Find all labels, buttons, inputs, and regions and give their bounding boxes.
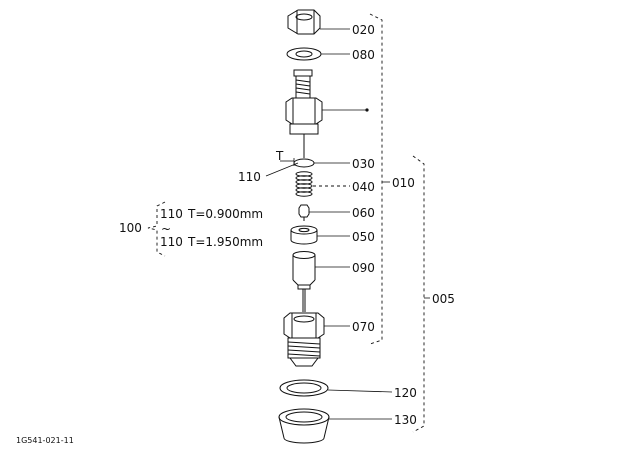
label-100: 100 [119, 221, 142, 235]
label-060: 060 [352, 206, 375, 220]
part-050-distance-piece[interactable] [290, 225, 318, 245]
leader-110 [265, 162, 299, 177]
part-120-gasket[interactable] [279, 379, 329, 397]
part-130-heat-shield[interactable] [278, 408, 330, 444]
shim-option-2-part: 110 [160, 235, 183, 249]
label-110: 110 [238, 170, 261, 184]
label-080: 080 [352, 48, 375, 62]
shim-range-symbol: ~ [161, 222, 171, 236]
part-040-spring[interactable] [295, 171, 313, 197]
bracket-010 [369, 13, 383, 345]
label-040: 040 [352, 180, 375, 194]
label-005: 005 [432, 292, 455, 306]
part-020-nut[interactable] [287, 9, 321, 35]
part-080-washer[interactable] [286, 47, 322, 61]
label-090: 090 [352, 261, 375, 275]
part-nozzle-holder-body[interactable] [285, 69, 323, 135]
label-050: 050 [352, 230, 375, 244]
shim-option-2-spec: T=1.950mm [187, 235, 263, 249]
label-010: 010 [392, 176, 415, 190]
leader-120 [327, 389, 393, 393]
holder-body-dot [365, 108, 369, 112]
part-070-retaining-nut[interactable] [283, 312, 325, 367]
thickness-marker: T [275, 149, 284, 163]
label-120: 120 [394, 386, 417, 400]
shim-option-1-part: 110 [160, 207, 183, 221]
bracket-005 [412, 155, 425, 433]
label-030: 030 [352, 157, 375, 171]
bracket-100 [147, 201, 166, 257]
part-060-spring-seat[interactable] [298, 204, 310, 221]
label-020: 020 [352, 23, 375, 37]
part-090-nozzle[interactable] [292, 251, 316, 313]
label-070: 070 [352, 320, 375, 334]
label-130: 130 [394, 413, 417, 427]
figure-code: 1G541-021-11 [16, 436, 74, 445]
shim-option-1-spec: T=0.900mm [187, 207, 263, 221]
